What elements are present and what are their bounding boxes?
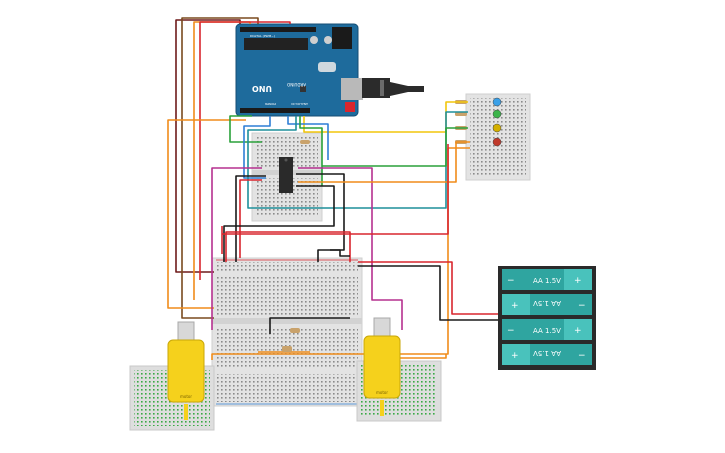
battery-cell-label: AA 1.5V <box>533 349 561 357</box>
wire-black-2 <box>296 173 345 262</box>
arduino-power-header: POWER <box>265 102 276 106</box>
battery-minus-icon: − <box>578 351 586 361</box>
wire-black-4 <box>330 249 350 257</box>
wire-black-mid <box>269 317 350 334</box>
led-1 <box>492 97 502 107</box>
battery-pack: AA 1.5V − + AA 1.5V − + AA 1.5V − + AA 1.5V − + <box>498 266 596 370</box>
led-breadboard <box>465 93 531 181</box>
battery-cell-3: AA 1.5V − + <box>502 319 592 340</box>
battery-cell-4: AA 1.5V − + <box>502 344 592 365</box>
battery-minus-icon: − <box>578 301 586 311</box>
wire-magenta-1 <box>211 167 262 330</box>
wiring <box>167 17 498 360</box>
battery-plus-icon: + <box>511 351 519 361</box>
main-breadboard <box>211 257 363 407</box>
battery-cell-2: AA 1.5V − + <box>502 294 592 315</box>
wire-red-4 <box>222 144 449 235</box>
battery-minus-icon: − <box>507 326 515 336</box>
battery-plus-icon: + <box>574 276 582 286</box>
led-resistor-2 <box>455 112 467 116</box>
wire-red-battery <box>358 261 498 315</box>
wire-green-1 <box>229 115 262 143</box>
resistors <box>282 140 310 352</box>
battery-cell-label: AA 1.5V <box>533 327 561 335</box>
arduino-brand-label: ARDUINO <box>287 82 306 87</box>
wire-black-3 <box>223 185 335 262</box>
motor-right: motor <box>363 317 401 416</box>
wire-red-top <box>199 21 291 280</box>
wire-green-2 <box>299 116 323 186</box>
led-4 <box>492 137 502 147</box>
motor-left-label: motor <box>180 394 192 399</box>
wire-magenta-2 <box>298 167 403 330</box>
wire-teal <box>247 111 468 209</box>
battery-minus-icon: − <box>507 276 515 286</box>
battery-cell-1: AA 1.5V − + <box>502 269 592 290</box>
wire-orange-big <box>167 119 246 309</box>
wire-orange-2 <box>298 141 470 183</box>
arduino-model-label: UNO <box>252 84 272 93</box>
led-3 <box>492 123 502 133</box>
battery-cell-label: AA 1.5V <box>533 299 561 307</box>
arduino-board: UNO ARDUINO DIGITAL (PWM~) POWER ANALOG … <box>235 23 363 117</box>
motor-right-label: motor <box>376 390 388 395</box>
wire-orange-3 <box>211 147 470 360</box>
arduino-analog-header: ANALOG IN <box>291 102 308 106</box>
arduino-digital-header: DIGITAL (PWM~) <box>250 34 275 38</box>
motor-left: motor <box>167 321 205 420</box>
led-2 <box>492 109 502 119</box>
wire-black-battery <box>358 265 498 321</box>
wire-green-3 <box>322 127 468 167</box>
wire-red-3 <box>221 226 351 262</box>
usb-cable <box>362 78 424 98</box>
wire-brown-left <box>181 17 259 319</box>
battery-cell-label: AA 1.5V <box>533 277 561 285</box>
wire-orange-motor-right <box>380 354 447 359</box>
battery-plus-icon: + <box>511 301 519 311</box>
battery-plus-icon: + <box>574 326 582 336</box>
wire-blue-1 <box>243 116 271 179</box>
motor-driver-chip <box>279 157 293 193</box>
wire-blue-2 <box>287 116 329 160</box>
